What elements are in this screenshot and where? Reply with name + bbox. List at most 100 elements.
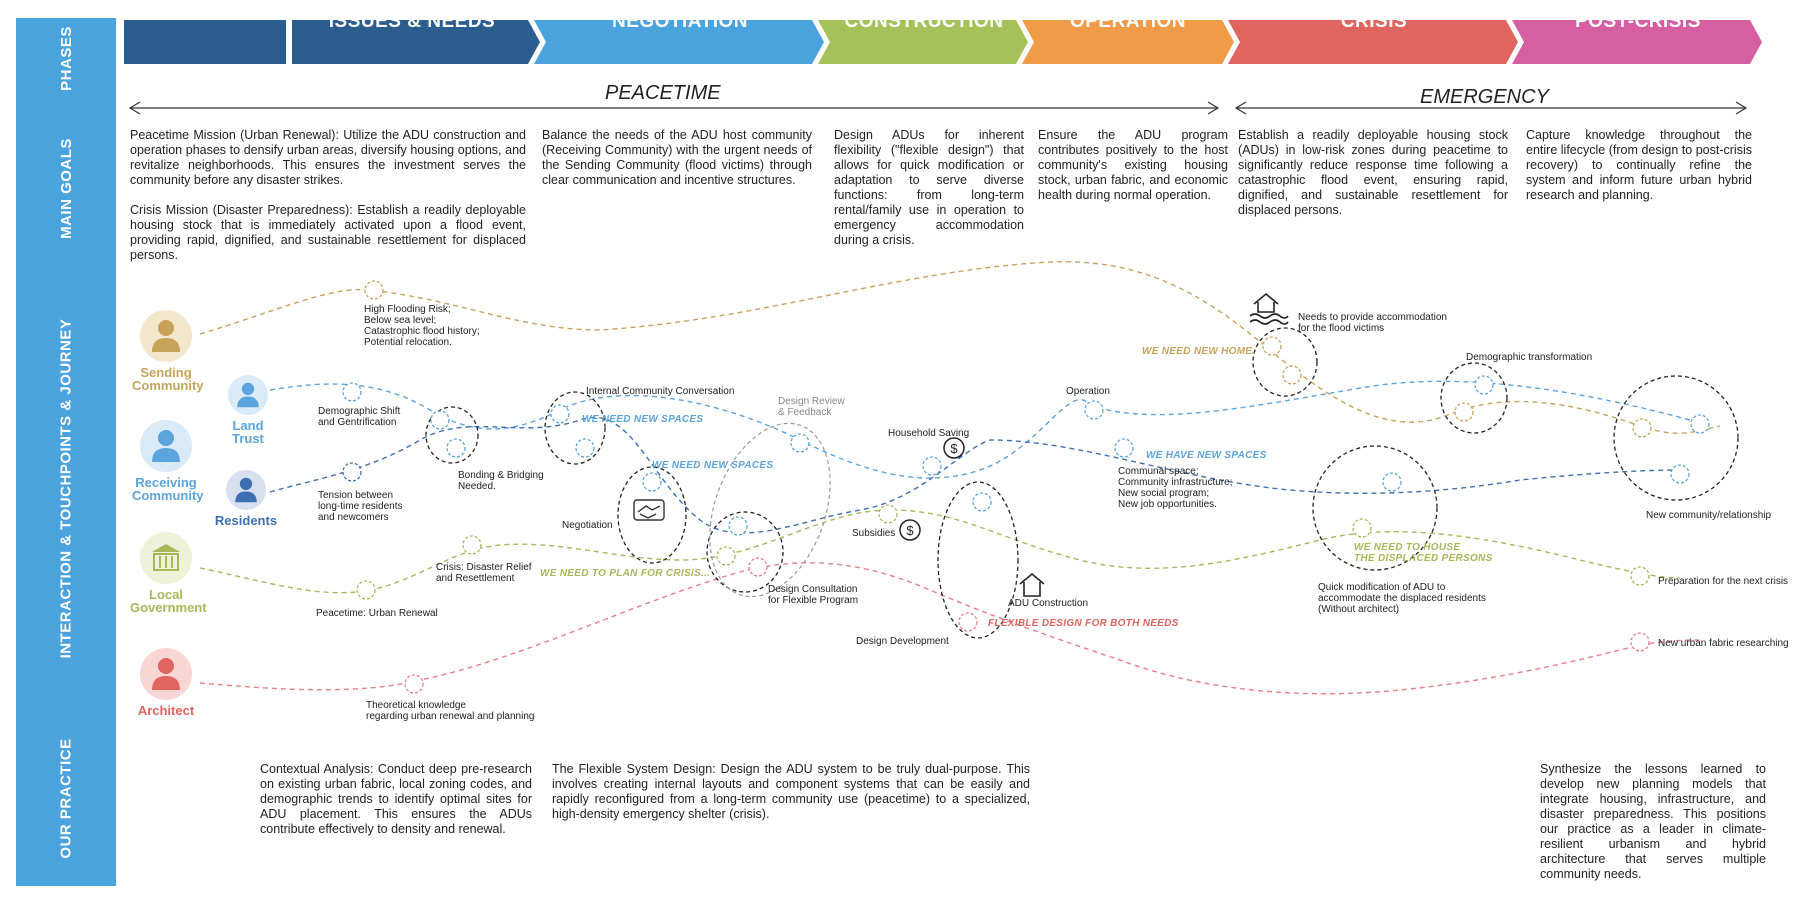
note-theoretical: Theoretical knowledge regarding urban re… <box>366 700 535 722</box>
person-icon <box>140 420 192 472</box>
node-internal-2 <box>575 438 595 458</box>
phase-operation <box>1022 20 1234 64</box>
note-quick-mod: Quick modification of ADU to accommodate… <box>1318 582 1486 615</box>
sidebar: PHASES MAIN GOALS INTERACTION & TOUCHPOI… <box>16 18 116 886</box>
note-needs-accom: Needs to provide accommodation for the f… <box>1298 312 1447 334</box>
node-demographic <box>342 382 362 402</box>
note-operation: Operation <box>1066 386 1110 397</box>
phase-label-issues: ISSUES & NEEDS <box>328 11 496 32</box>
peacetime-label: PEACETIME <box>605 82 721 104</box>
practice-contextual: Contextual Analysis: Conduct deep pre-re… <box>260 762 532 836</box>
flood-house-icon <box>1249 292 1289 325</box>
actor-label-land-trust: Land Trust <box>232 418 264 446</box>
note-adu-construction: ADU Construction <box>1008 598 1089 609</box>
journey-line-local-gov <box>199 509 1681 594</box>
node-consult-1 <box>716 546 736 566</box>
note-demographic-transform: Demographic transformation <box>1466 352 1593 363</box>
journey-line-architect <box>199 562 1701 695</box>
actor-sending-community: Sending Community <box>132 310 204 392</box>
node-new-community-1 <box>1632 418 1652 438</box>
node-new-community-3 <box>1670 464 1690 484</box>
goal-issues-peacetime: Peacetime Mission (Urban Renewal): Utili… <box>130 128 526 187</box>
person-icon <box>228 375 268 415</box>
node-operation <box>1084 400 1104 420</box>
note-negotiation: Negotiation <box>562 520 613 531</box>
actor-label-residents: Residents <box>214 513 278 528</box>
node-negotiation-2 <box>728 516 748 536</box>
actor-label-architect: Architect <box>137 703 195 718</box>
node-internal-1 <box>550 404 570 424</box>
node-flooding <box>364 280 384 300</box>
node-demographic-2 <box>1454 402 1474 422</box>
actor-label-local-gov: Local Government <box>130 587 207 615</box>
phase-label-construction: CONSTRUCTION <box>844 11 1004 32</box>
note-new-fabric: New urban fabric researching <box>1658 638 1789 649</box>
touchpoint-internal-conv <box>544 391 606 465</box>
node-theoretical <box>404 674 424 694</box>
node-prep-next <box>1630 566 1650 586</box>
svg-text:$: $ <box>906 523 914 538</box>
node-construction-1 <box>972 492 992 512</box>
node-tension <box>342 462 362 482</box>
callout-flexible-both: FLEXIBLE DESIGN FOR BOTH NEEDS <box>988 618 1179 629</box>
node-design-review <box>790 433 810 453</box>
node-communal <box>1114 438 1134 458</box>
note-tension: Tension between long-time residents and … <box>318 490 403 523</box>
node-new-fabric <box>1630 632 1650 652</box>
phase-label-negotiation: NEGOTIATION <box>611 11 749 32</box>
person-icon <box>226 470 266 510</box>
node-consult-2 <box>748 557 768 577</box>
phase-negotiation <box>534 20 824 64</box>
person-icon <box>140 310 192 362</box>
note-flooding: High Flooding Risk; Below sea level; Cat… <box>364 304 480 348</box>
phase-blank <box>124 20 286 64</box>
note-peacetime-renewal: Peacetime: Urban Renewal <box>316 608 438 619</box>
journey-line-sending <box>199 261 1721 434</box>
phase-post-crisis <box>1512 20 1762 64</box>
callout-have-spaces: WE HAVE NEW SPACES <box>1146 450 1267 461</box>
node-needs-2 <box>1282 365 1302 385</box>
phase-label-crisis: CRISIS <box>1340 11 1408 32</box>
note-prep-next: Preparation for the next crisis <box>1658 576 1789 587</box>
touchpoint-construction <box>937 481 1019 639</box>
note-bonding: Bonding & Bridging Needed. <box>458 470 544 492</box>
practice-flexible: The Flexible System Design: Design the A… <box>552 762 1030 821</box>
phase-crisis <box>1228 20 1518 64</box>
node-quick-mod-2 <box>1352 518 1372 538</box>
touchpoint-negotiation <box>617 466 687 564</box>
phase-construction <box>818 20 1028 64</box>
emergency-label: EMERGENCY <box>1420 86 1549 108</box>
node-quick-mod-1 <box>1382 472 1402 492</box>
note-communal: Communal space; Community infrastructure… <box>1118 466 1233 510</box>
note-design-review: Design Review & Feedback <box>778 396 845 418</box>
dollar-icon: $ <box>899 519 921 541</box>
note-household-saving: Household Saving <box>888 428 970 439</box>
practice-synthesize: Synthesize the lessons learned to develo… <box>1540 762 1766 881</box>
actor-label-sending: Sending Community <box>132 365 204 393</box>
phase-issues <box>292 20 540 64</box>
actor-label-receiving: Receiving Community <box>132 475 204 503</box>
goal-post-crisis: Capture knowledge throughout the entire … <box>1526 128 1752 202</box>
phase-label-operation: OPERATION <box>1069 11 1187 32</box>
touchpoint-new-community <box>1613 375 1739 501</box>
note-subsidies: Subsidies <box>852 528 896 539</box>
note-design-dev: Design Development <box>856 636 949 647</box>
node-bonding-1 <box>430 410 450 430</box>
goal-crisis: Establish a readily deployable housing s… <box>1238 128 1508 217</box>
node-design-dev <box>958 612 978 632</box>
callout-house-displaced: WE NEED TO HOUSE THE DISPLACED PERSONS <box>1354 542 1493 564</box>
house-icon <box>1019 572 1045 597</box>
goal-issues: Peacetime Mission (Urban Renewal): Utili… <box>130 128 526 278</box>
person-icon <box>140 648 192 700</box>
touchpoint-bonding <box>425 406 479 464</box>
touchpoint-quick-mod <box>1312 445 1438 571</box>
node-needs-1 <box>1262 336 1282 356</box>
node-negotiation-1 <box>642 472 662 492</box>
journey-line-residents <box>269 416 1681 534</box>
touchpoint-needs-accom <box>1252 327 1318 397</box>
note-crisis-relief: Crisis: Disaster Relief and Resettlement <box>436 562 532 584</box>
callout-need-spaces-1: WE NEED NEW SPACES <box>582 414 704 425</box>
callout-need-home: WE NEED NEW HOME. <box>1142 346 1256 357</box>
